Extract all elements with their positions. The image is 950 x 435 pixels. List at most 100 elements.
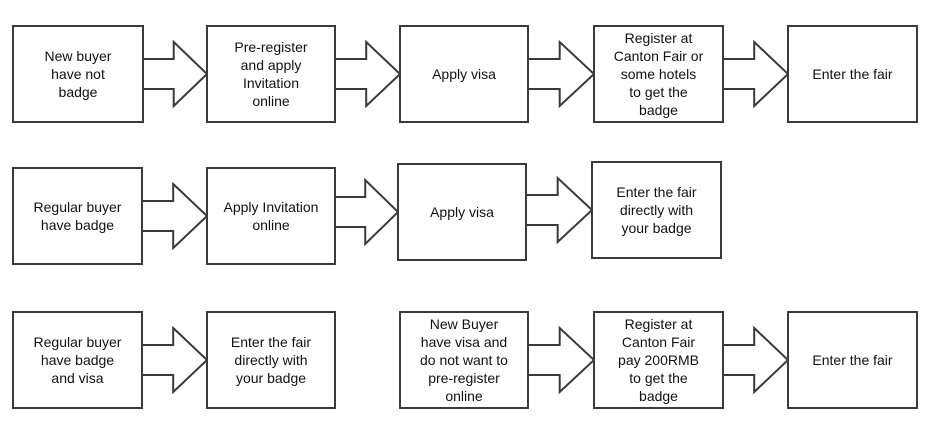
flow-arrow-row1-4 xyxy=(722,39,790,109)
process-box-row1-1: New buyer have not badge xyxy=(12,25,144,123)
arrow-shape xyxy=(722,39,790,109)
box-label-line: pay 200RMB xyxy=(618,352,699,368)
box-label-line: Invitation xyxy=(243,75,299,91)
box-label-line: online xyxy=(445,388,483,404)
box-label-line: Pre-register xyxy=(234,39,307,55)
box-label: Apply visa xyxy=(430,204,494,220)
box-label-line: your badge xyxy=(236,370,306,386)
box-label-line: Apply visa xyxy=(432,66,496,82)
box-label-line: New buyer xyxy=(45,48,112,64)
box-frame xyxy=(12,311,143,409)
box-label-line: your badge xyxy=(621,220,691,236)
arrow-shape xyxy=(334,39,402,109)
flow-arrow-row3-2 xyxy=(527,325,596,395)
box-frame xyxy=(787,311,918,409)
box-frame xyxy=(399,25,529,123)
box-frame xyxy=(399,311,529,409)
box-label-line: Canton Fair xyxy=(622,334,695,350)
box-label-line: have badge xyxy=(41,217,114,233)
arrow-shape xyxy=(141,181,209,251)
box-label-line: pre-register xyxy=(428,370,500,386)
box-label-line: Register at xyxy=(625,316,693,332)
arrow-shape xyxy=(722,325,790,395)
box-label-line: Enter the fair xyxy=(616,184,696,200)
box-label-line: Apply visa xyxy=(430,204,494,220)
arrow-shape xyxy=(334,177,400,247)
process-box-row3-4: Register at Canton Fair pay 200RMB to get t… xyxy=(593,311,724,409)
box-label-line: badge xyxy=(59,84,98,100)
flow-arrow-row1-3 xyxy=(527,39,596,109)
box-frame xyxy=(206,25,336,123)
box-frame xyxy=(206,311,336,409)
box-label: Enter the fair directly with your badge xyxy=(616,184,696,236)
flow-arrow-row3-1 xyxy=(141,325,209,395)
process-box-row2-4: Enter the fair directly with your badge xyxy=(591,161,722,259)
box-label-line: online xyxy=(252,93,290,109)
flow-arrow-row1-1 xyxy=(142,39,209,109)
box-label-line: some hotels xyxy=(621,66,696,82)
box-frame xyxy=(206,167,336,265)
box-label-line: do not want to xyxy=(420,352,508,368)
box-frame xyxy=(787,25,918,123)
arrow-shape xyxy=(141,325,209,395)
box-label: New buyer have not badge xyxy=(45,48,112,100)
box-label-line: to get the xyxy=(629,370,688,386)
box-frame xyxy=(591,161,722,259)
box-frame xyxy=(593,311,724,409)
box-label-line: Enter the fair xyxy=(812,66,892,82)
arrow-shape xyxy=(527,39,596,109)
process-box-row1-4: Register at Canton Fair or some hotels to g… xyxy=(593,25,724,123)
flow-arrow-row2-3 xyxy=(525,175,594,245)
process-box-row3-1: Regular buyer have badge and visa xyxy=(12,311,143,409)
process-box-row3-3: New Buyer have visa and do not want to pre-… xyxy=(399,311,529,409)
flow-arrow-row3-3 xyxy=(722,325,790,395)
box-label-line: and visa xyxy=(51,370,103,386)
box-label: New Buyer have visa and do not want to pre-… xyxy=(420,316,508,404)
process-box-row2-3: Apply visa xyxy=(397,163,527,261)
process-box-row1-5: Enter the fair xyxy=(787,25,918,123)
process-box-row3-2: Enter the fair directly with your badge xyxy=(206,311,336,409)
box-label-line: have visa and xyxy=(421,334,507,350)
arrow-shape xyxy=(525,175,594,245)
box-frame xyxy=(12,167,143,265)
box-label-line: have not xyxy=(51,66,105,82)
box-label-line: badge xyxy=(639,388,678,404)
flow-arrow-row2-2 xyxy=(334,177,400,247)
arrow-shape xyxy=(527,325,596,395)
box-frame xyxy=(593,25,724,123)
box-label-line: Canton Fair or xyxy=(614,48,704,64)
box-label-line: Register at xyxy=(625,30,693,46)
box-label: Regular buyer have badge xyxy=(34,199,122,233)
box-label-line: Regular buyer xyxy=(34,199,122,215)
box-label-line: Regular buyer xyxy=(34,334,122,350)
box-label: Apply Invitation online xyxy=(224,199,319,233)
process-box-row3-5: Enter the fair xyxy=(787,311,918,409)
box-label: Register at Canton Fair or some hotels to g… xyxy=(614,30,704,118)
process-box-row1-3: Apply visa xyxy=(399,25,529,123)
box-label-line: directly with xyxy=(620,202,693,218)
box-label-line: badge xyxy=(639,102,678,118)
box-label-line: New Buyer xyxy=(430,316,499,332)
box-label: Register at Canton Fair pay 200RMB to get t… xyxy=(618,316,699,404)
box-label-line: Enter the fair xyxy=(812,352,892,368)
arrow-shape xyxy=(142,39,209,109)
box-label-line: and apply xyxy=(241,57,302,73)
box-label-line: to get the xyxy=(629,84,688,100)
box-frame xyxy=(397,163,527,261)
flow-arrow-row1-2 xyxy=(334,39,402,109)
box-label-line: Apply Invitation xyxy=(224,199,319,215)
box-label: Enter the fair directly with your badge xyxy=(231,334,311,386)
box-label-line: directly with xyxy=(234,352,307,368)
box-label-line: Enter the fair xyxy=(231,334,311,350)
box-label: Enter the fair xyxy=(812,352,892,368)
box-label: Apply visa xyxy=(432,66,496,82)
box-label-line: have badge xyxy=(41,352,114,368)
box-label: Enter the fair xyxy=(812,66,892,82)
box-label: Regular buyer have badge and visa xyxy=(34,334,122,386)
flow-arrow-row2-1 xyxy=(141,181,209,251)
box-label-line: online xyxy=(252,217,290,233)
process-box-row2-1: Regular buyer have badge xyxy=(12,167,143,265)
